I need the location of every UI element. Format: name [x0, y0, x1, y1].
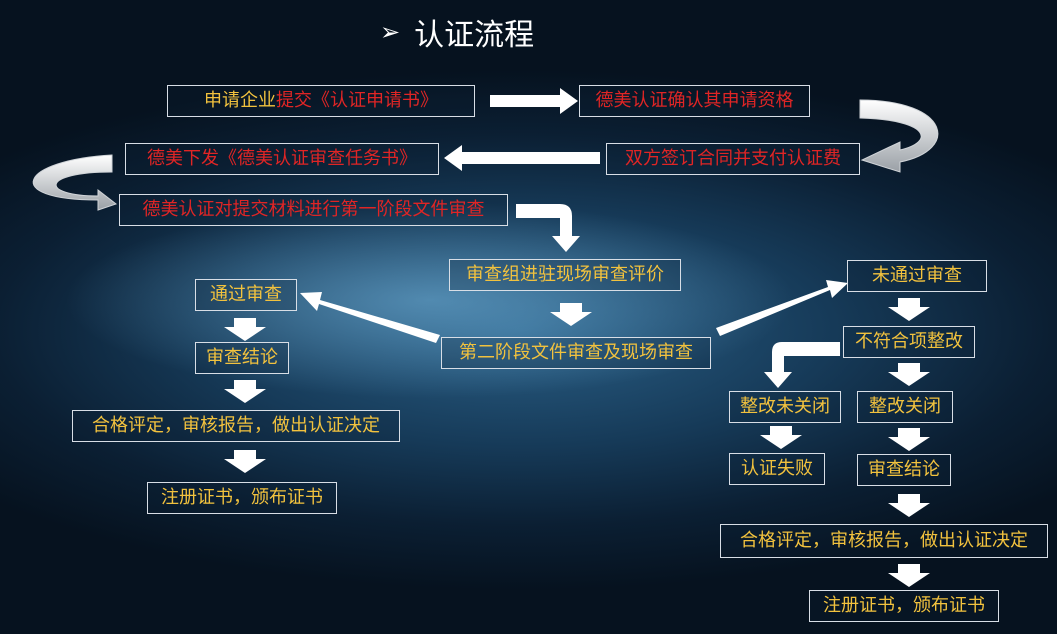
bent-arrow-down-icon: [516, 204, 580, 252]
arrow-diagonal-right-icon: [716, 280, 848, 336]
arrow-down-icon: [224, 380, 266, 403]
node-stage1: 德美认证对提交材料进行第一阶段文件审查: [119, 194, 508, 226]
arrow-down-icon: [760, 426, 802, 449]
arrow-down-icon: [888, 363, 930, 386]
node-cert-fail: 认证失败: [729, 453, 825, 485]
arrow-down-icon: [550, 303, 592, 326]
arrow-down-icon: [224, 450, 266, 473]
bent-arrow-down-icon: [764, 342, 840, 388]
arrow-bullet-icon: ➢: [380, 18, 401, 46]
node-closed: 整改关闭: [857, 391, 953, 423]
curve-arrow-right-icon: [859, 99, 939, 173]
node-apply: 申请企业提交《认证申请书》: [167, 85, 475, 117]
node-stage2: 第二阶段文件审查及现场审查: [441, 337, 711, 369]
node-fail: 未通过审查: [847, 260, 987, 292]
arrow-diagonal-left-icon: [300, 292, 440, 343]
arrow-right-icon: [490, 88, 578, 114]
page-title: ➢ 认证流程: [380, 10, 534, 54]
arrow-down-icon: [888, 494, 930, 517]
arrow-down-icon: [888, 564, 930, 587]
node-not-closed: 整改未关闭: [729, 391, 841, 423]
title-text: 认证流程: [414, 18, 535, 53]
arrow-down-icon: [888, 428, 930, 451]
node-fail-conclusion: 审查结论: [857, 454, 951, 486]
node-fail-register: 注册证书，颁布证书: [809, 590, 999, 622]
node-onsite: 审查组进驻现场审查评价: [449, 259, 681, 291]
node-pass: 通过审查: [195, 279, 297, 311]
arrow-left-icon: [444, 145, 600, 171]
node-nonconform: 不符合项整改: [843, 326, 975, 358]
node-issue-task: 德美下发《德美认证审查任务书》: [125, 143, 439, 175]
node-pass-register: 注册证书，颁布证书: [147, 482, 337, 514]
node-confirm: 德美认证确认其申请资格: [579, 85, 810, 117]
node-contract: 双方签订合同并支付认证费: [606, 143, 860, 175]
arrow-down-icon: [224, 318, 266, 341]
node-fail-evaluation: 合格评定，审核报告，做出认证决定: [720, 524, 1048, 558]
curve-arrow-left-icon: [32, 154, 118, 211]
node-pass-evaluation: 合格评定，审核报告，做出认证决定: [72, 410, 400, 442]
arrow-down-icon: [888, 298, 930, 321]
node-pass-conclusion: 审查结论: [195, 342, 289, 374]
